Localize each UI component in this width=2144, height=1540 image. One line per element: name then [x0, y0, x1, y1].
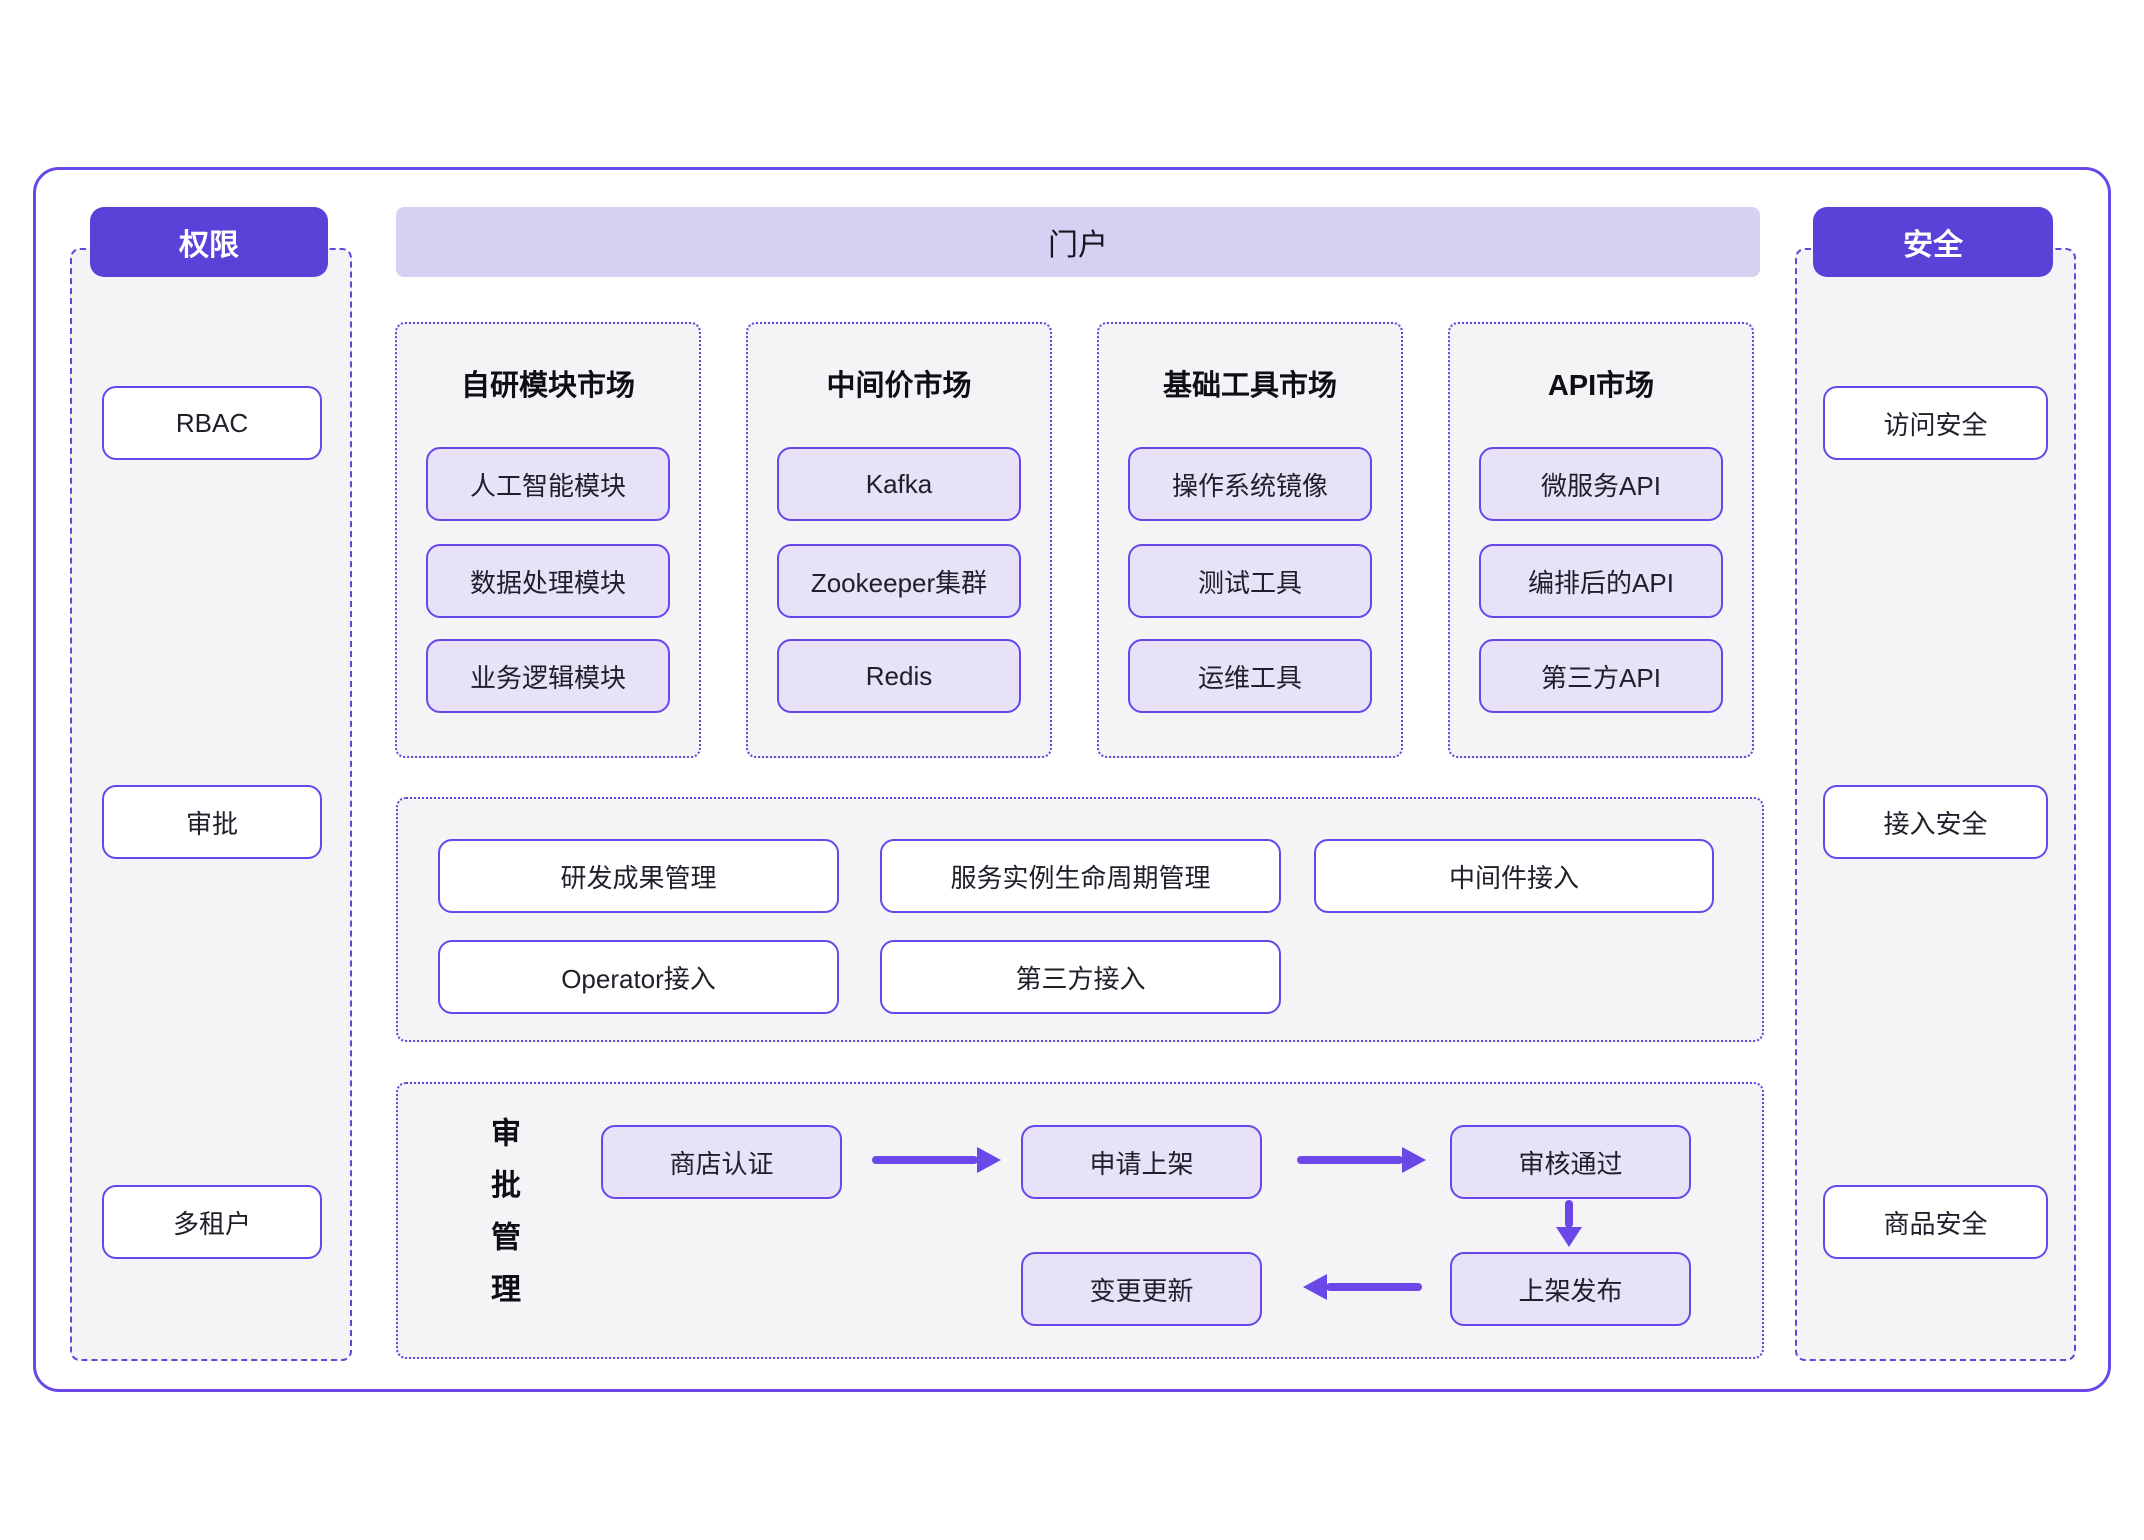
market-basic-tools: 基础工具市场 操作系统镜像 测试工具 运维工具	[1097, 322, 1403, 758]
flow-step-label: 变更更新	[1089, 1275, 1194, 1306]
flow-step-apply-listing: 申请上架	[1021, 1125, 1262, 1199]
flow-step-change-update: 变更更新	[1021, 1252, 1262, 1326]
security-item-label: 接入安全	[1883, 808, 1988, 839]
security-item-access: 访问安全	[1823, 386, 2048, 460]
market-item-label: 运维工具	[1197, 662, 1302, 693]
approval-section-label: 审批管理	[486, 1116, 519, 1325]
management-item: Operator接入	[438, 940, 839, 1014]
market-item-label: 第三方API	[1541, 662, 1661, 693]
security-item-integration: 接入安全	[1823, 785, 2048, 859]
portal-header: 门户	[396, 207, 1760, 277]
market-item-label: Kafka	[865, 468, 933, 499]
market-item-label: Redis	[865, 660, 933, 691]
arrow-right-icon	[1297, 1156, 1403, 1164]
market-item: 第三方API	[1479, 639, 1723, 713]
flow-step-publish: 上架发布	[1450, 1252, 1691, 1326]
security-item-label: 访问安全	[1883, 409, 1988, 440]
management-item-label: 研发成果管理	[560, 862, 717, 893]
market-item-label: 业务逻辑模块	[469, 662, 626, 693]
management-item-label: 中间件接入	[1448, 862, 1579, 893]
market-title: API市场	[1547, 370, 1655, 402]
market-item: 编排后的API	[1479, 544, 1723, 618]
management-item: 第三方接入	[880, 940, 1281, 1014]
management-item-label: 第三方接入	[1015, 963, 1146, 994]
market-item: 业务逻辑模块	[426, 639, 670, 713]
market-title: 中间价市场	[826, 370, 972, 402]
flow-step-label: 商店认证	[669, 1148, 774, 1179]
flow-step-review-passed: 审核通过	[1450, 1125, 1691, 1199]
permissions-item-label: RBAC	[175, 407, 249, 438]
permissions-item-label: 多租户	[172, 1208, 251, 1239]
flow-step-label: 审核通过	[1518, 1148, 1623, 1179]
flow-step-label: 申请上架	[1089, 1148, 1194, 1179]
market-title: 自研模块市场	[460, 370, 635, 402]
market-item-label: 测试工具	[1197, 567, 1302, 598]
market-item-label: 编排后的API	[1528, 567, 1674, 598]
security-header-label: 安全	[1903, 229, 1963, 262]
approval-flow-section: 审批管理 商店认证 申请上架 审核通过 上架发布 变更更新	[396, 1082, 1764, 1359]
flow-step-label: 上架发布	[1518, 1275, 1623, 1306]
market-item: 微服务API	[1479, 447, 1723, 521]
management-item: 中间件接入	[1314, 839, 1714, 913]
market-item: 数据处理模块	[426, 544, 670, 618]
management-item-label: Operator接入	[561, 963, 716, 994]
arrow-left-icon	[1326, 1283, 1422, 1291]
market-item: Redis	[777, 639, 1021, 713]
permissions-item-rbac: RBAC	[102, 386, 322, 460]
market-item: 运维工具	[1128, 639, 1372, 713]
market-item-label: Zookeeper集群	[810, 567, 988, 598]
permissions-item-label: 审批	[185, 808, 238, 839]
flow-step-store-certification: 商店认证	[601, 1125, 842, 1199]
permissions-header-label: 权限	[179, 229, 239, 262]
portal-header-label: 门户	[1048, 229, 1108, 262]
market-item: 测试工具	[1128, 544, 1372, 618]
management-item-label: 服务实例生命周期管理	[950, 862, 1211, 893]
permissions-header: 权限	[90, 207, 328, 277]
market-item-label: 人工智能模块	[469, 470, 626, 501]
security-item-label: 商品安全	[1883, 1208, 1988, 1239]
management-item: 研发成果管理	[438, 839, 839, 913]
market-item: 操作系统镜像	[1128, 447, 1372, 521]
market-item: 人工智能模块	[426, 447, 670, 521]
market-api: API市场 微服务API 编排后的API 第三方API	[1448, 322, 1754, 758]
security-item-product: 商品安全	[1823, 1185, 2048, 1259]
market-self-developed-modules: 自研模块市场 人工智能模块 数据处理模块 业务逻辑模块	[395, 322, 701, 758]
market-item-label: 数据处理模块	[469, 567, 626, 598]
market-item-label: 微服务API	[1541, 470, 1661, 501]
market-item: Kafka	[777, 447, 1021, 521]
security-header: 安全	[1813, 207, 2053, 277]
management-item: 服务实例生命周期管理	[880, 839, 1281, 913]
arrow-right-icon	[872, 1156, 978, 1164]
permissions-item-approval: 审批	[102, 785, 322, 859]
arrow-down-icon	[1565, 1200, 1573, 1228]
market-item-label: 操作系统镜像	[1171, 470, 1328, 501]
management-section: 研发成果管理 服务实例生命周期管理 中间件接入 Operator接入 第三方接入	[396, 797, 1764, 1042]
market-title: 基础工具市场	[1162, 370, 1337, 402]
permissions-item-multitenant: 多租户	[102, 1185, 322, 1259]
market-item: Zookeeper集群	[777, 544, 1021, 618]
market-middleware: 中间价市场 Kafka Zookeeper集群 Redis	[746, 322, 1052, 758]
